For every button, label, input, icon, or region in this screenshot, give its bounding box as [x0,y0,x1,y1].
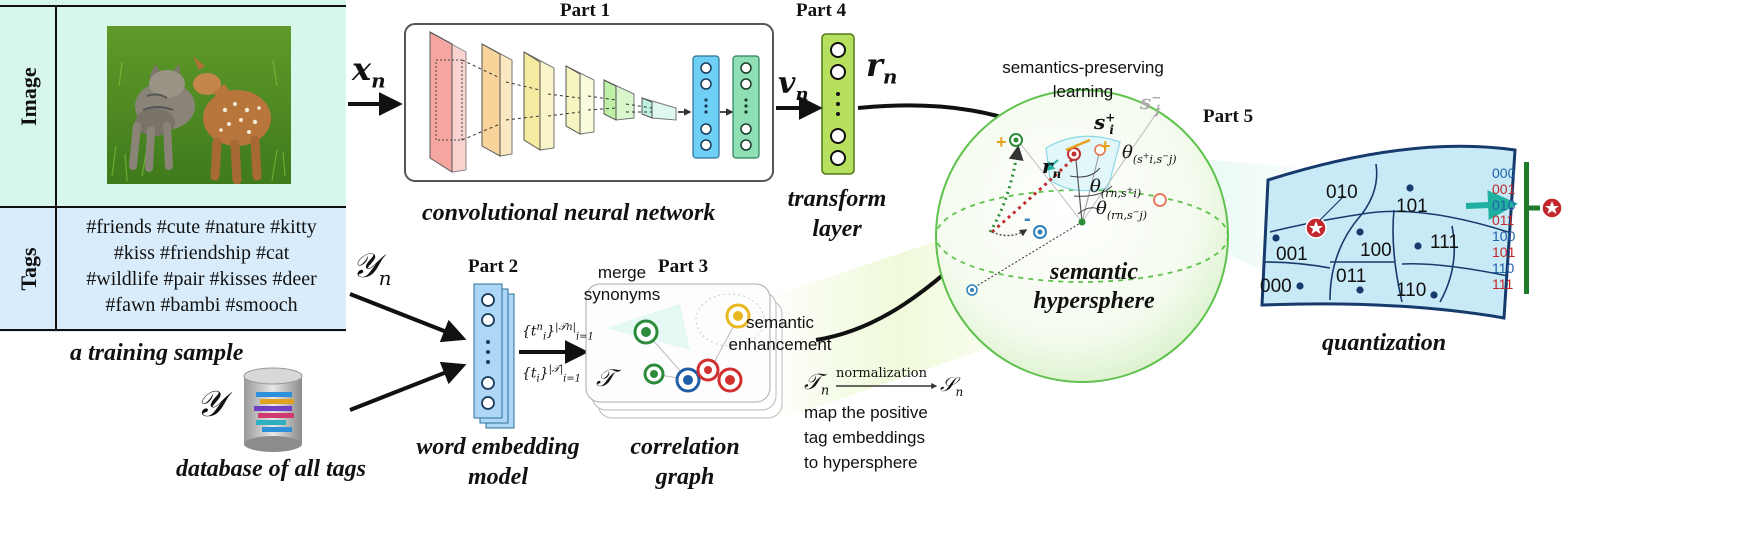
code-010: 010 [1492,196,1516,213]
training-sample-table: Image Tags [0,0,346,332]
sphere-r-n-label: rn [1042,154,1062,181]
semantic-enhancement-annotation: semantic enhancement [728,313,832,354]
quantization-cell-borders [1263,163,1509,303]
codebook-bar [1524,162,1529,294]
part-1-label: Part 1 [560,0,611,21]
sample-photo [107,26,291,184]
quantization-to-code-arrow [1465,190,1518,221]
sphere-vectors [966,107,1167,296]
tag-line-4: #fawn #bambi #smooch [105,294,298,316]
hypersphere [935,89,1229,383]
quantization-caption: quantization [1322,330,1447,356]
part-5-label: Part 5 [1203,106,1254,127]
code-100: 100 [1492,228,1516,245]
code-110: 110 [1492,259,1515,276]
Y-n-symbol: 𝒴n [352,246,392,290]
cnn-caption: convolutional neural network [422,200,716,226]
quant-cell-011: 011 [1336,266,1367,287]
Tn-tilde-label: 𝒯n [804,370,830,399]
tag-line-3: #wildlife #pair #kisses #deer [86,268,317,290]
S-n-label: 𝒮n [940,372,964,399]
part-3-label: Part 3 [658,256,709,277]
database-cylinder-icon [243,367,303,452]
r-n-symbol: rn [866,46,898,89]
semantics-preserving-annotation: semantics-preserving learning [1002,58,1164,101]
map-to-hypersphere-annotation: map the positive tag embeddings to hyper… [804,403,928,472]
s-minus-label: s−j [1140,90,1162,117]
quantization-region [1260,144,1517,320]
cat-and-fawn-photo [107,26,291,184]
code-011: 011 [1492,212,1515,229]
correlation-graph-caption: correlation graph [630,434,740,490]
cnn-layers [429,31,734,173]
quant-cell-110: 110 [1396,280,1427,301]
tag-list: #friends #cute #nature #kitty #kiss #fri… [57,214,346,318]
code-000: 000 [1492,165,1516,181]
database-icon [238,366,308,456]
quant-cell-000: 000 [1260,276,1292,297]
plus-sign-right: + [1100,136,1111,156]
minus-sign: - [1024,208,1031,230]
table-column-divider [55,5,57,331]
tag-line-1: #friends #cute #nature #kitty [86,216,317,238]
T-tilde-label: 𝒯 [596,364,615,392]
merge-synonyms-annotation: merge synonyms [583,263,661,304]
code-list: 000 001 010 011 100 101 110 111 [1492,165,1516,292]
database-caption: database of all tags [176,456,366,482]
hypersphere-caption: semantic hypersphere [1033,259,1155,314]
quant-cell-111: 111 [1430,232,1459,253]
x-n-symbol: xn [352,50,386,93]
quant-cell-001: 001 [1276,244,1308,265]
table-bottom-border [0,329,346,331]
tag-line-2: #kiss #friendship #cat [113,242,290,264]
quant-cell-101: 101 [1396,196,1428,217]
theta-r-sp-label: θ(rn,s+i) [1090,176,1142,200]
all-tags-Y: 𝒴 [196,384,225,425]
correlation-graph-nodes [606,293,765,393]
quantization-centroids [1272,184,1438,299]
transform-caption: transform layer [787,186,887,242]
part-2-label: Part 2 [468,256,519,277]
normalization-label: normalization [836,366,927,381]
v-n-symbol: vn [778,66,809,105]
s-plus-label: s+i [1094,110,1116,137]
quant-cell-010: 010 [1326,182,1358,203]
code-111: 111 [1492,275,1514,292]
t-set-label: {ti}|𝒯|i=1 [522,364,582,385]
database-to-embedding-arrow [349,361,467,412]
word-embedding-caption: word embedding model [416,434,580,490]
code-101: 101 [1492,243,1516,260]
theta-r-sn-label: θ(rn,s−j) [1096,198,1148,222]
part-4-label: Part 4 [796,0,847,21]
plus-sign-left: + [996,132,1007,152]
training-sample-caption: a training sample [70,340,244,366]
theta-sp-sn-label: θ(s+i,s−j) [1122,142,1177,166]
table-middle-border [0,206,346,208]
code-001: 001 [1492,180,1516,197]
all-tags-symbol: 𝒴 [196,384,224,426]
quant-cell-100: 100 [1360,240,1392,261]
tags-to-embedding-arrow [349,292,467,343]
tags-row [0,206,346,332]
table-top-border [0,5,346,7]
tn-set-label: {tni}|𝒯n|i=1 [522,322,594,343]
